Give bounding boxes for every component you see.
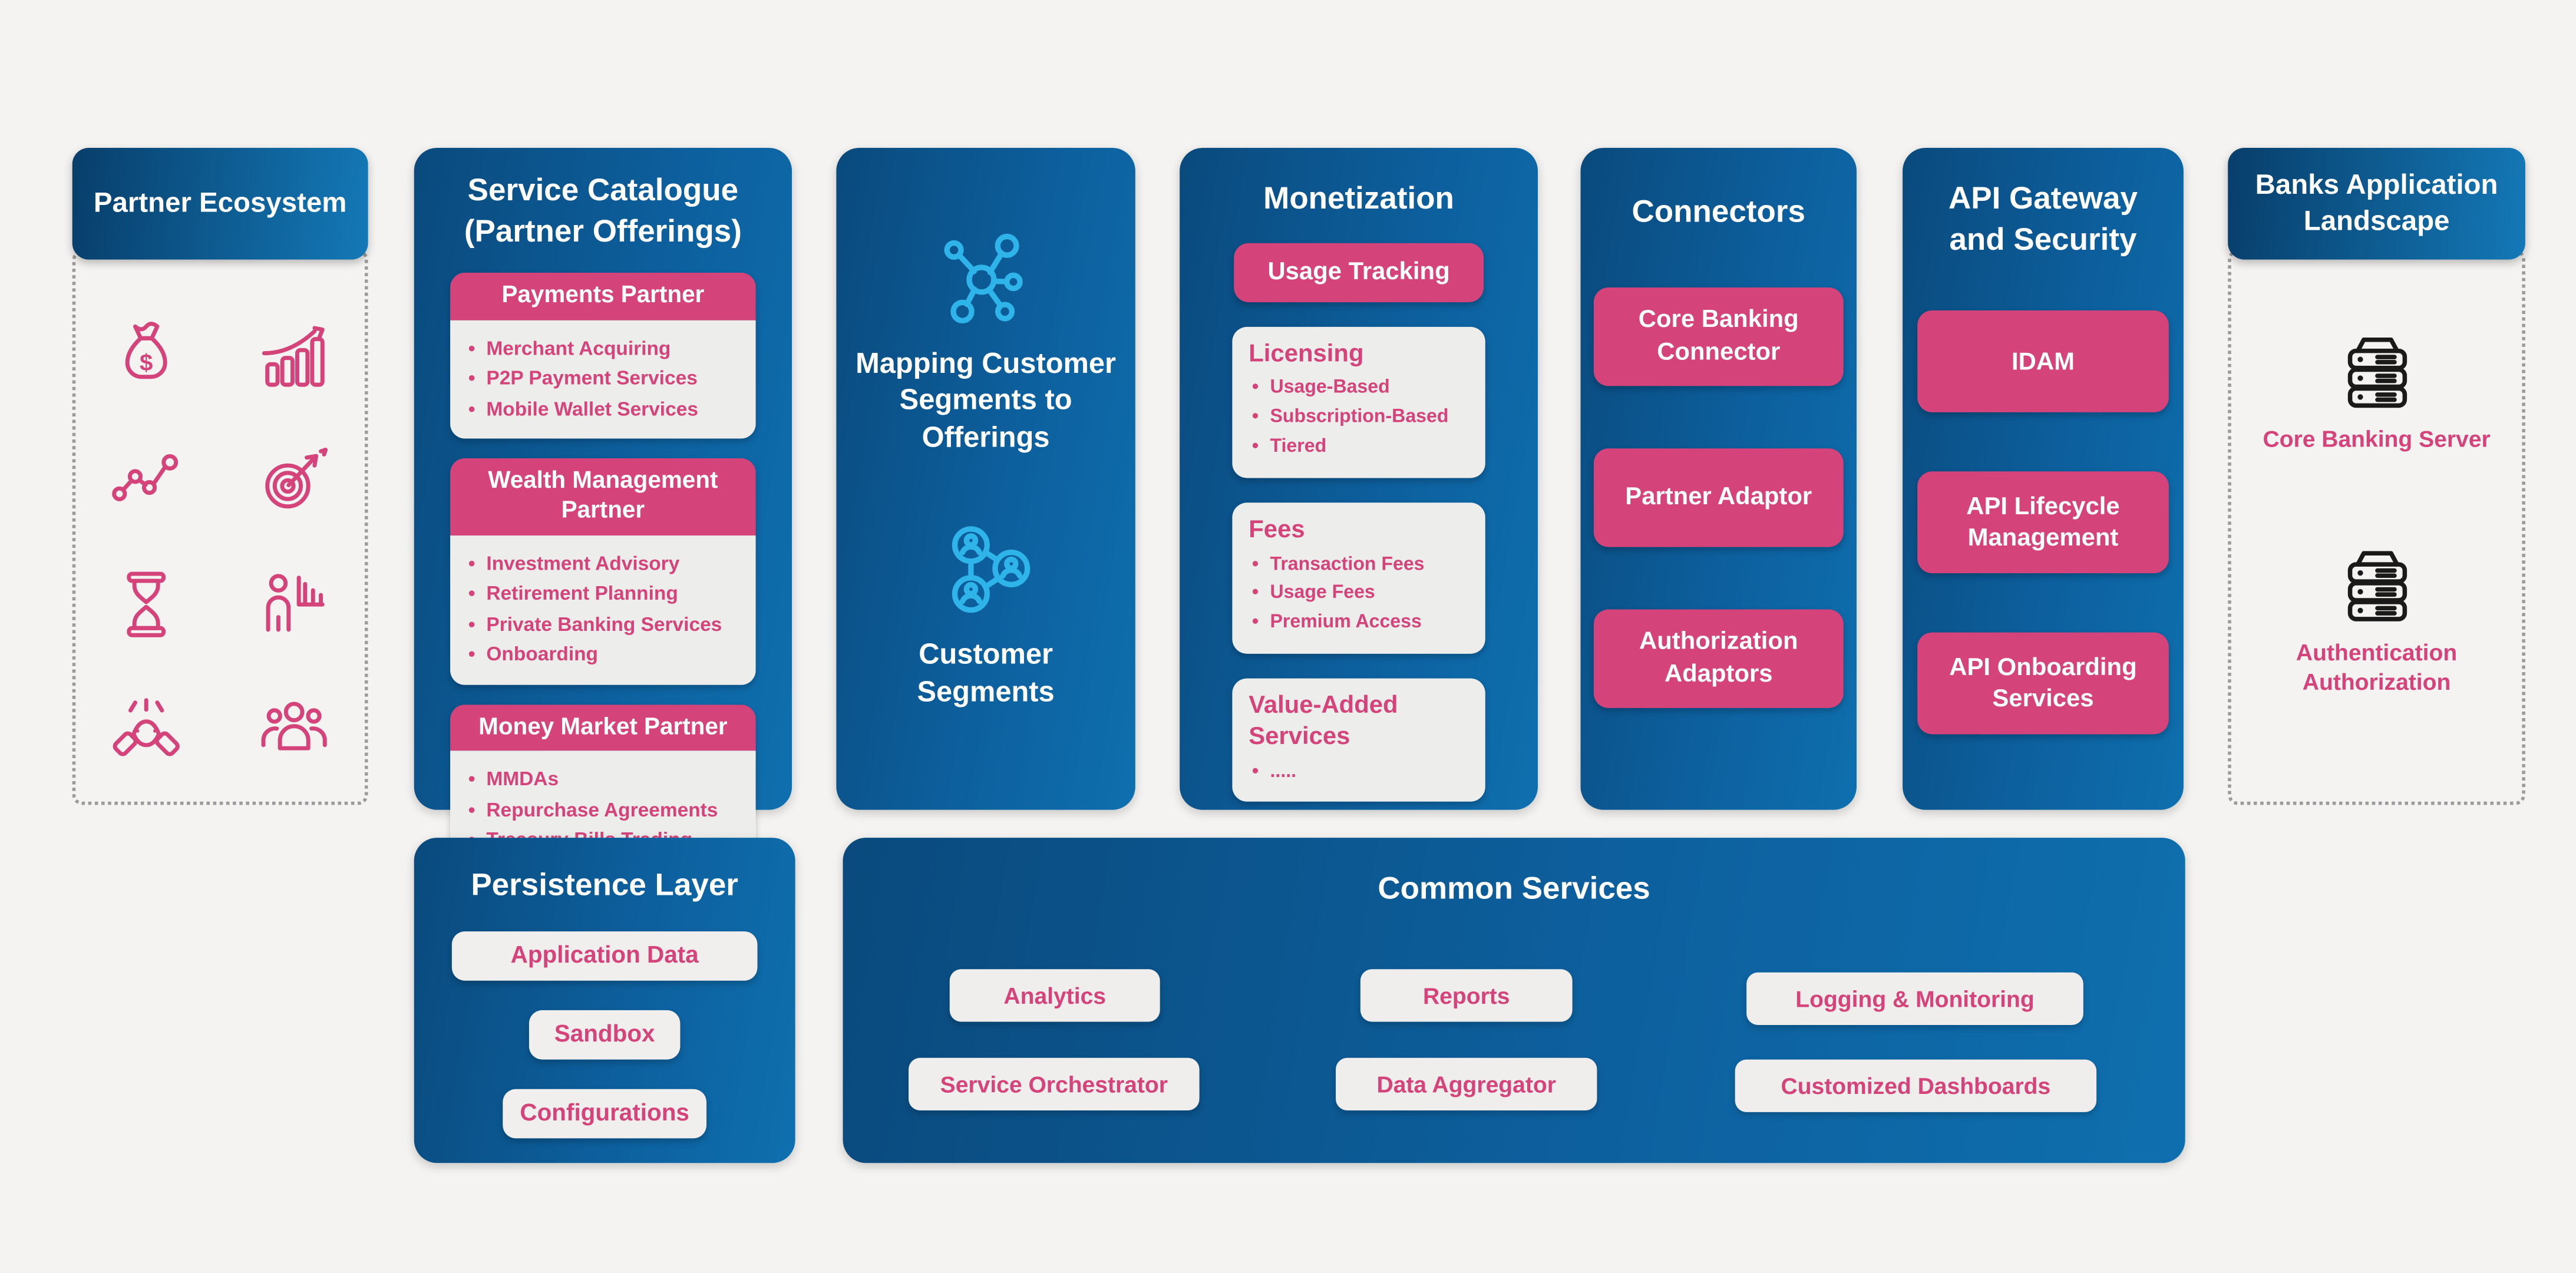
list-item: Private Banking Services	[465, 609, 742, 640]
hourglass-icon	[108, 567, 184, 642]
team-icon	[256, 692, 332, 767]
api-gateway-title: API Gateway and Security	[1948, 182, 2138, 257]
connectors-panel: Connectors Core Banking Connector Partne…	[1580, 147, 1857, 810]
banks-landscape-header: Banks Application Landscape	[2228, 147, 2525, 260]
server-stack-icon	[2334, 551, 2419, 630]
service-catalogue-panel: Service Catalogue (Partner Offerings) Pa…	[414, 147, 792, 871]
core-banking-server-label: Core Banking Server	[2263, 425, 2491, 452]
network-hub-icon	[935, 227, 1037, 329]
list-item: .....	[1249, 758, 1469, 788]
value-added-services-title: Value-Added Services	[1249, 692, 1398, 750]
configurations-button: Configurations	[503, 1088, 707, 1138]
money-market-partner-header: Money Market Partner	[450, 705, 756, 751]
mapping-label: Mapping Customer Segments to Offerings	[856, 346, 1117, 454]
customer-network-icon	[935, 521, 1037, 623]
handshake-icon	[108, 692, 184, 767]
presenter-chart-icon	[256, 567, 332, 642]
list-item: Usage Fees	[1249, 581, 1469, 610]
list-item: Tiered	[1249, 434, 1469, 463]
partner-ecosystem-column: Partner Ecosystem $	[72, 147, 368, 805]
data-aggregator-button: Data Aggregator	[1336, 1057, 1597, 1111]
list-item: Retirement Planning	[465, 578, 742, 609]
list-item: Subscription-Based	[1249, 405, 1469, 434]
persistence-layer-title: Persistence Layer	[471, 869, 738, 904]
application-data-button: Application Data	[451, 931, 758, 980]
payments-partner-card: Payments Partner Merchant Acquiring P2P …	[450, 273, 756, 439]
analytics-button: Analytics	[949, 969, 1160, 1022]
list-item: Premium Access	[1249, 610, 1469, 639]
fees-title: Fees	[1249, 515, 1305, 544]
persistence-layer-panel: Persistence Layer Application Data Sandb…	[414, 838, 795, 1163]
list-item: Repurchase Agreements	[465, 795, 742, 825]
list-item: Usage-Based	[1249, 375, 1469, 405]
wealth-management-partner-header: Wealth Management Partner	[450, 458, 756, 535]
payments-partner-items: Merchant Acquiring P2P Payment Services …	[450, 319, 756, 439]
authentication-authorization-label: Authentication Authorization	[2296, 639, 2458, 696]
api-lifecycle-management-button: API Lifecycle Management	[1917, 472, 2169, 574]
api-gateway-panel: API Gateway and Security IDAM API Lifecy…	[1903, 147, 2184, 810]
money-bag-icon: $	[108, 317, 184, 392]
authorization-adaptors-button: Authorization Adaptors	[1593, 609, 1844, 707]
idam-button: IDAM	[1917, 311, 2169, 413]
authentication-authorization-group: Authentication Authorization	[2228, 539, 2525, 697]
monetization-panel: Monetization Usage Tracking Licensing Us…	[1180, 147, 1538, 810]
customized-dashboards-button: Customized Dashboards	[1735, 1059, 2097, 1112]
banks-landscape-title: Banks Application Landscape	[2255, 168, 2498, 237]
licensing-card: Licensing Usage-Based Subscription-Based…	[1232, 326, 1485, 478]
list-item: Onboarding	[465, 640, 742, 670]
fees-card: Fees Transaction Fees Usage Fees Premium…	[1232, 502, 1485, 654]
partner-adaptor-button: Partner Adaptor	[1593, 448, 1844, 547]
wealth-management-partner-card: Wealth Management Partner Investment Adv…	[450, 458, 756, 685]
partner-ecosystem-icon-grid: $	[72, 292, 368, 792]
service-catalogue-title: Service Catalogue (Partner Offerings)	[464, 174, 742, 249]
list-item: Transaction Fees	[1249, 551, 1469, 581]
partner-ecosystem-title: Partner Ecosystem	[93, 187, 347, 219]
target-arrow-icon	[256, 442, 332, 517]
mapping-panel: Mapping Customer Segments to Offerings C…	[836, 147, 1135, 810]
monetization-title: Monetization	[1263, 182, 1454, 217]
list-item: MMDAs	[465, 764, 742, 795]
service-orchestrator-button: Service Orchestrator	[909, 1057, 1200, 1111]
banks-landscape-column: Banks Application Landscape Core Banking…	[2228, 147, 2525, 805]
api-onboarding-services-button: API Onboarding Services	[1917, 633, 2169, 735]
core-banking-connector-button: Core Banking Connector	[1593, 287, 1844, 386]
line-chart-icon	[108, 442, 184, 517]
customer-segments-label: Customer Segments	[917, 637, 1055, 707]
partner-ecosystem-header: Partner Ecosystem	[72, 147, 368, 260]
logging-monitoring-button: Logging & Monitoring	[1746, 972, 2083, 1026]
list-item: Mobile Wallet Services	[465, 394, 742, 424]
server-stack-icon	[2334, 338, 2419, 417]
connectors-title: Connectors	[1632, 195, 1805, 230]
value-added-services-card: Value-Added Services .....	[1232, 678, 1485, 802]
list-item: P2P Payment Services	[465, 363, 742, 394]
list-item: Investment Advisory	[465, 548, 742, 578]
usage-tracking-button: Usage Tracking	[1234, 242, 1484, 302]
svg-text:$: $	[140, 350, 153, 376]
wealth-management-partner-items: Investment Advisory Retirement Planning …	[450, 534, 756, 685]
reports-button: Reports	[1360, 969, 1573, 1022]
common-services-title: Common Services	[1378, 872, 1650, 907]
list-item: Merchant Acquiring	[465, 333, 742, 363]
payments-partner-header: Payments Partner	[450, 273, 756, 320]
licensing-title: Licensing	[1249, 339, 1364, 368]
growth-chart-icon	[256, 317, 332, 392]
core-banking-server-group: Core Banking Server	[2228, 325, 2525, 454]
sandbox-button: Sandbox	[529, 1010, 681, 1059]
common-services-panel: Common Services Analytics Reports Loggin…	[843, 838, 2185, 1163]
